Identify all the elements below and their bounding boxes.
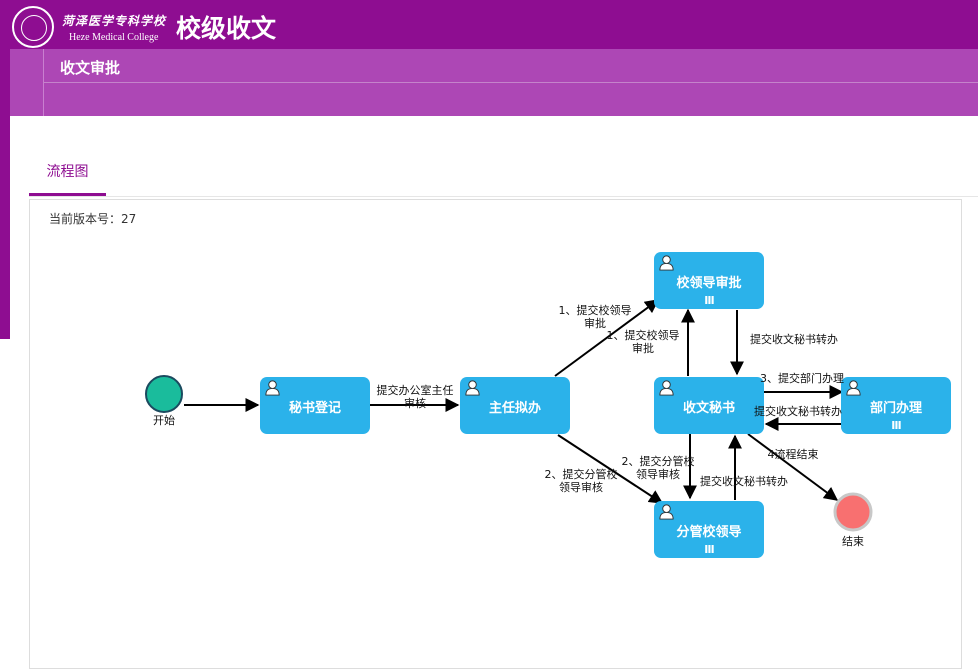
edge-label-dept-to-secretary: 提交收文秘书转办	[754, 405, 842, 418]
user-icon	[659, 380, 674, 396]
end-label: 结束	[842, 535, 864, 548]
top-header-bar: 菏泽医学专科学校 Heze Medical College 校级收文	[0, 0, 978, 49]
app-title: 校级收文	[176, 14, 277, 43]
edge-label-to-office-director: 提交办公室主任 审核	[376, 384, 454, 410]
edge-label-director-to-leader: 1、提交校领导 审批	[558, 304, 632, 330]
multi-instance-marker: Ⅲ	[704, 543, 714, 556]
node-label: 分管校领导	[676, 525, 742, 540]
school-name-english: Heze Medical College	[69, 32, 159, 43]
node-label: 部门办理	[869, 401, 922, 416]
page-title: 收文审批	[60, 59, 121, 77]
node-secretary-register[interactable]: 秘书登记	[260, 377, 370, 434]
flowchart-panel	[29, 199, 962, 669]
version-label: 当前版本号：27	[49, 212, 137, 226]
user-icon	[465, 380, 480, 396]
left-accent-strip	[0, 49, 10, 339]
edge-label-secretary-to-leader: 1、提交校领导 审批	[606, 329, 680, 355]
edge-label-to-end: 4流程结束	[767, 448, 819, 461]
tab-flowchart[interactable]: 流程图	[29, 163, 106, 196]
user-icon	[659, 255, 674, 271]
user-icon	[659, 504, 674, 520]
start-label: 开始	[153, 414, 175, 427]
node-branch-leader[interactable]: 分管校领导 Ⅲ	[654, 501, 764, 558]
sub-header-bar	[10, 49, 978, 116]
node-label: 校领导审批	[676, 276, 742, 291]
edge-label-director-to-branch: 2、提交分管校 领导审核	[544, 468, 618, 494]
user-icon	[265, 380, 280, 396]
node-label: 秘书登记	[288, 401, 341, 416]
node-dept-handle[interactable]: 部门办理 Ⅲ	[841, 377, 951, 434]
tab-divider	[29, 196, 978, 197]
multi-instance-marker: Ⅲ	[704, 294, 714, 307]
multi-instance-marker: Ⅲ	[891, 419, 901, 432]
node-receive-secretary[interactable]: 收文秘书	[654, 377, 764, 434]
node-label: 主任拟办	[488, 401, 541, 416]
sub-header-divider	[43, 82, 978, 83]
edge-label-leader-to-secretary: 提交收文秘书转办	[750, 333, 838, 346]
school-name-chinese: 菏泽医学专科学校	[62, 14, 167, 28]
node-school-leader-approve[interactable]: 校领导审批 Ⅲ	[654, 252, 764, 309]
edge-label-to-dept: 3、提交部门办理	[760, 372, 844, 385]
college-logo	[12, 6, 54, 48]
user-icon	[846, 380, 861, 396]
edge-label-branch-to-secretary: 提交收文秘书转办	[700, 475, 788, 488]
node-director-draft[interactable]: 主任拟办	[460, 377, 570, 434]
node-label: 收文秘书	[682, 401, 735, 416]
edge-label-secretary-to-branch: 2、提交分管校 领导审核	[621, 455, 695, 481]
